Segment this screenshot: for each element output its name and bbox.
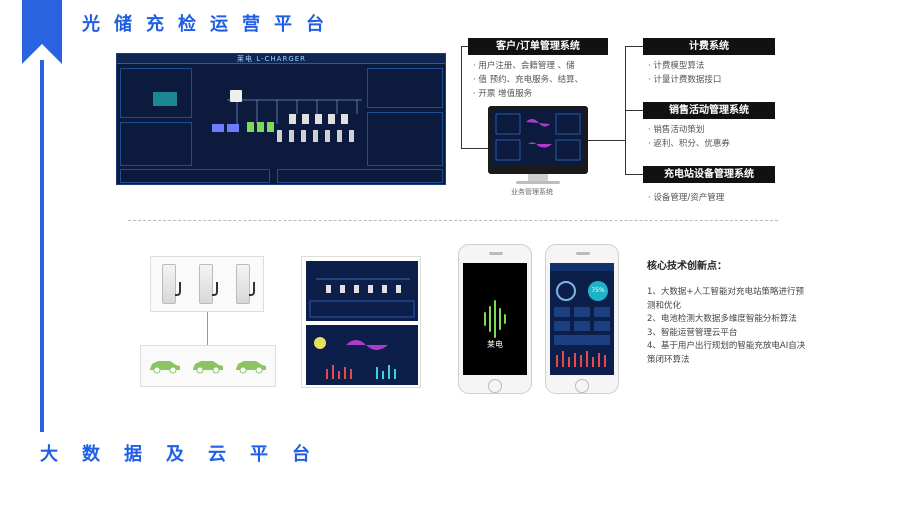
car-icon: [150, 361, 180, 374]
list-item: · 值 预约、充电服务、结算、: [473, 75, 584, 85]
footer-title: 大数据及云平台: [40, 444, 334, 465]
home-button[interactable]: [575, 379, 589, 393]
list-item: · 用户注册、会籍管理 、储: [473, 61, 575, 71]
phone-camera: [489, 252, 503, 255]
connector: [461, 46, 462, 148]
cable-icon: [212, 282, 218, 296]
connector: [207, 312, 208, 346]
cable-icon: [175, 282, 181, 296]
list-item: · 计费模型算法: [648, 61, 705, 71]
billing-system-items: · 计费模型算法 · 计量计费数据接口: [648, 59, 778, 87]
charger-icon: [199, 264, 213, 304]
page-title: 光储充检运营平台: [82, 14, 338, 35]
connector: [461, 148, 488, 149]
dashboard-screenshot: 莱电 L-CHARGER: [116, 53, 446, 185]
list-item: · 返利、积分、优惠券: [648, 139, 730, 149]
charger-icon: [162, 264, 176, 304]
list-item: 1、大数据+人工智能对充电站策略进行预测和优化: [647, 287, 805, 311]
car-icon: [236, 361, 266, 374]
monitoring-screenshots: [301, 256, 421, 388]
list-item: 4、基于用户出行规划的智能充放电AI自决策闭环算法: [647, 341, 806, 365]
cable-icon: [249, 282, 255, 296]
dash-panel: [120, 169, 270, 183]
dash-panel: [277, 169, 443, 183]
phone-screen: 75%: [550, 263, 614, 375]
charger-icon: [236, 264, 250, 304]
monitor-stand: [528, 174, 548, 182]
car-icon: [193, 361, 223, 374]
phone-camera: [576, 252, 590, 255]
monitoring-diagram: [309, 278, 415, 318]
brand-logo-icon: [484, 300, 506, 338]
connector: [625, 110, 643, 111]
dashboard-header: 莱电 L-CHARGER: [117, 54, 445, 64]
monitor-dashboard-icon: [495, 113, 581, 161]
monitoring-screen-bottom: [306, 325, 418, 385]
dash-panel: [120, 68, 192, 118]
phone-screen: 莱电: [463, 263, 527, 375]
accent-line: [40, 60, 44, 432]
sales-system-items: · 销售活动策划 · 返利、积分、优惠券: [648, 123, 778, 151]
station-system-items: · 设备管理/资产管理: [648, 191, 778, 205]
monitor-image: [488, 106, 588, 174]
list-item: 2、电池检测大数据多维度智能分析算法: [647, 314, 797, 324]
billing-system-box: 计费系统: [643, 38, 775, 55]
dash-panel: [367, 112, 443, 166]
connector: [625, 174, 643, 175]
monitoring-map: [314, 337, 396, 379]
list-item: 3、智能运营管理云平台: [647, 327, 738, 338]
monitor-caption: 业务管理系统: [511, 188, 553, 196]
core-list: 1、大数据+人工智能对充电站策略进行预测和优化 2、电池检测大数据多维度智能分析…: [647, 286, 807, 367]
connector: [625, 46, 643, 47]
list-item: · 设备管理/资产管理: [648, 193, 725, 203]
customer-system-items: · 用户注册、会籍管理 、储 · 值 预约、充电服务、结算、 · 开票 增值服务: [473, 59, 613, 101]
monitoring-screen-top: [306, 261, 418, 321]
gauge-value: 75%: [591, 287, 605, 294]
core-title: 核心技术创新点：: [647, 261, 727, 272]
phone-brand: 莱电: [487, 340, 503, 349]
dash-panel: [120, 122, 192, 166]
phone-app: 75%: [545, 244, 619, 394]
home-button[interactable]: [488, 379, 502, 393]
list-item: · 计量计费数据接口: [648, 75, 722, 85]
dashboard-brand: 莱电 L-CHARGER: [237, 55, 307, 63]
sales-system-box: 销售活动管理系统: [643, 102, 775, 119]
monitor-screen: [492, 110, 584, 166]
station-system-box: 充电站设备管理系统: [643, 166, 775, 183]
monitor-base: [516, 181, 560, 184]
phone-splash: 莱电: [458, 244, 532, 394]
connector: [588, 140, 625, 141]
customer-system-box: 客户/订单管理系统: [468, 38, 608, 55]
ribbon-icon: [22, 0, 62, 64]
list-item: · 销售活动策划: [648, 125, 705, 135]
dashboard-diagram: [153, 90, 362, 142]
connector: [461, 46, 468, 47]
dash-panel: [367, 68, 443, 108]
app-dashboard-icon: [550, 263, 614, 367]
list-item: · 开票 增值服务: [473, 89, 533, 99]
section-divider: [128, 220, 778, 221]
